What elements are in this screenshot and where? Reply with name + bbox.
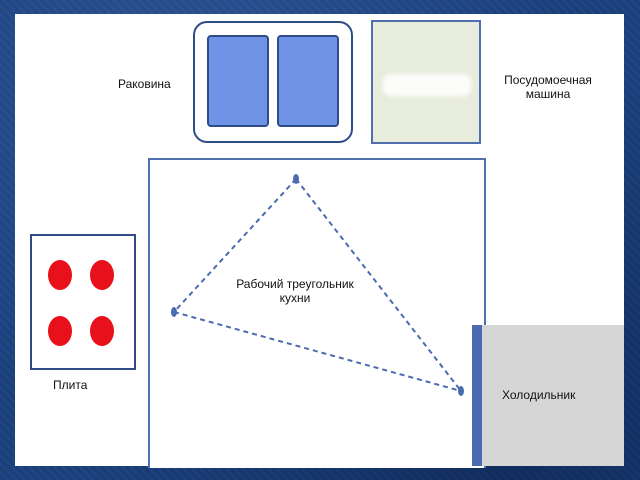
vertex-stove [171,307,177,317]
stove-label: Плита [53,378,88,392]
dishwasher [371,20,481,144]
triangle-edge-stove-fridge [173,311,462,392]
triangle-label-line1: Рабочий треугольник [236,277,354,291]
fridge-label: Холодильник [502,388,576,402]
sink [193,21,353,143]
triangle-label: Рабочий треугольник кухни [210,277,380,305]
burner-bottom-left [48,316,72,346]
dishwasher-label-line2: машина [525,87,571,101]
sink-label: Раковина [118,77,171,91]
fridge [472,325,624,466]
work-triangle [171,174,464,396]
triangle-label-line2: кухни [279,291,311,305]
dishwasher-label-line1: Посудомоечная [504,73,592,87]
sink-bowl-left [207,35,269,127]
triangle-edge-sink-stove [173,178,297,313]
stove [30,234,136,370]
sink-bowl-right [277,35,339,127]
burner-top-left [48,260,72,290]
dishwasher-mark [383,74,471,96]
burner-bottom-right [90,316,114,346]
work-area [148,158,486,468]
dishwasher-label: Посудомоечная машина [488,73,608,101]
vertex-fridge [458,386,464,396]
burner-top-right [90,260,114,290]
vertex-sink [293,174,299,184]
kitchen-plan: Раковина Посудомоечная машина Плита Холо… [15,14,624,468]
